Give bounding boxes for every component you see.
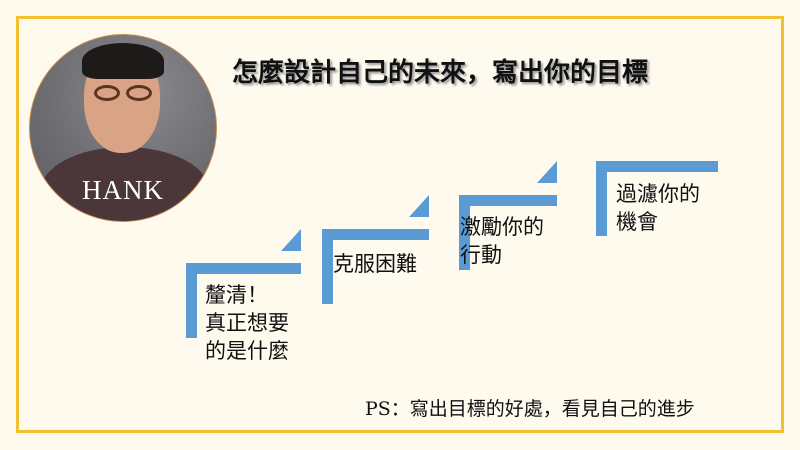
step-1-arrow [281, 229, 301, 251]
page-title: 怎麼設計自己的未來，寫出你的目標 [232, 58, 649, 88]
step-1-label: 釐清！ 真正想要 的是什麼 [205, 283, 289, 363]
step-1-vertical-bar [186, 263, 197, 338]
step-2-vertical-bar [322, 229, 333, 304]
step-3-arrow [537, 161, 557, 183]
avatar-body [40, 147, 210, 221]
step-2-label: 克服困難 [333, 252, 417, 276]
step-4-label: 過濾你的 機會 [616, 182, 700, 234]
step-1-horizontal-bar [186, 263, 301, 274]
avatar-hair [82, 43, 164, 79]
step-4-horizontal-bar [596, 161, 718, 172]
step-2-horizontal-bar [322, 229, 429, 240]
avatar-glasses [92, 85, 154, 101]
slide-frame [16, 16, 784, 433]
step-4-vertical-bar [596, 161, 607, 236]
step-3-vertical-bar [459, 195, 470, 270]
avatar-name: HANK [82, 175, 164, 205]
avatar: HANK [29, 34, 217, 222]
step-3-horizontal-bar [459, 195, 557, 206]
step-2-arrow [409, 195, 429, 217]
step-3-label: 激勵你的 行動 [460, 215, 544, 267]
footer-note: PS：寫出目標的好處，看見自己的進步 [365, 398, 695, 420]
